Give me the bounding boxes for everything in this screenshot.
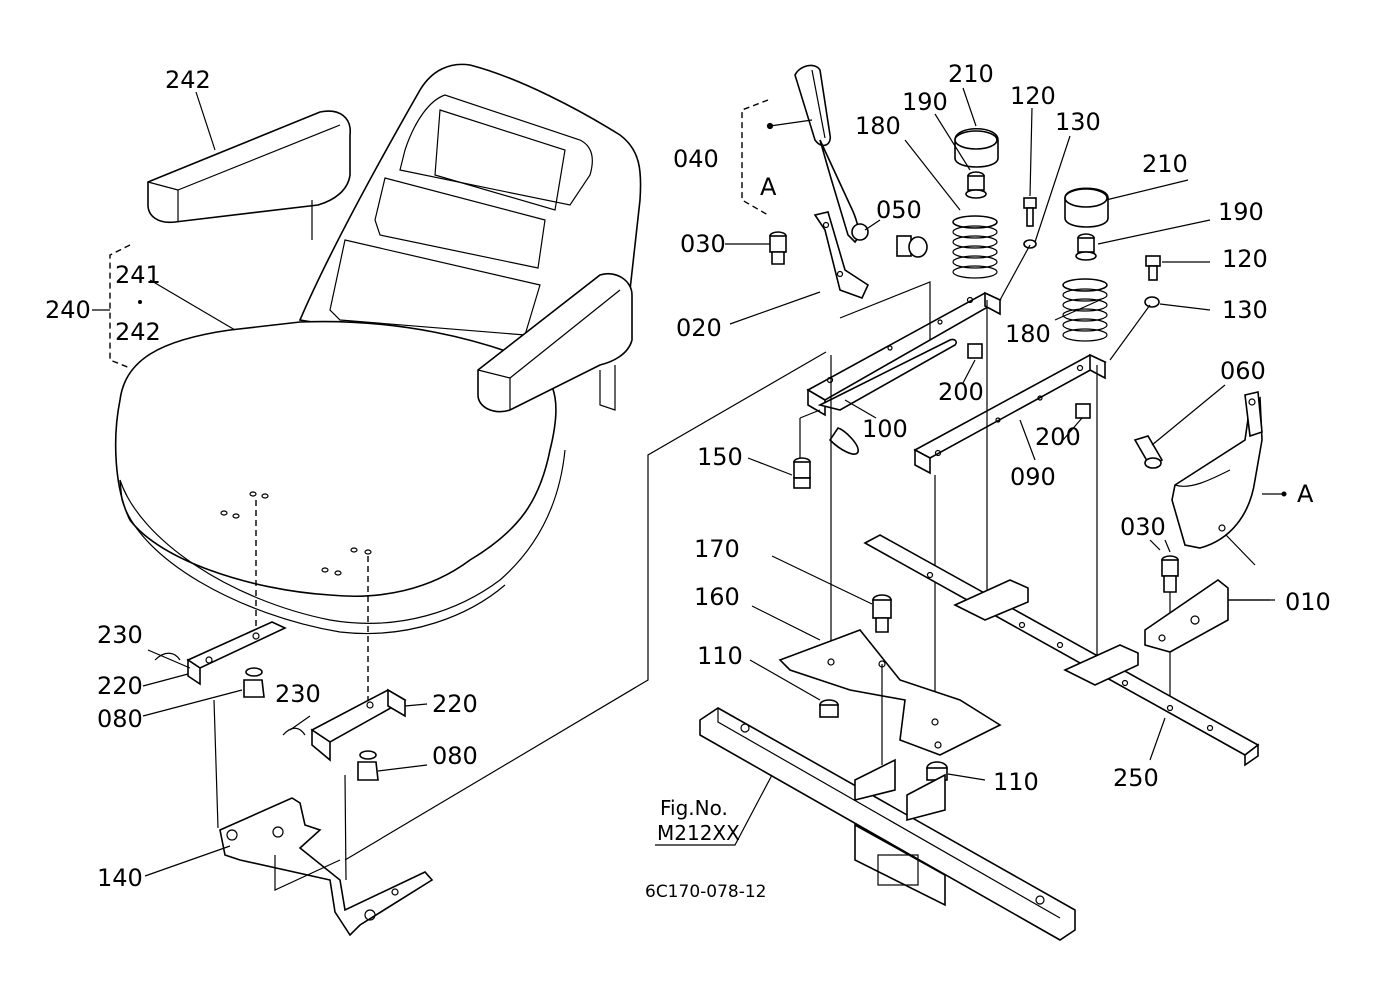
part-label-242: 242 — [165, 66, 211, 94]
bracket-220-right — [310, 688, 407, 762]
seat-assembly — [114, 63, 642, 635]
part-label-180: 180 — [855, 112, 901, 140]
part-label-080: 080 — [432, 742, 478, 770]
part-label-220: 220 — [97, 672, 143, 700]
part-label-110: 110 — [993, 768, 1039, 796]
washer-130-b — [1144, 296, 1160, 308]
part-label-230: 230 — [275, 680, 321, 708]
cap-210-b — [1064, 187, 1109, 228]
nut-150 — [793, 457, 811, 489]
lever-040 — [766, 64, 869, 244]
part-label-190: 190 — [902, 88, 948, 116]
part-label-030: 030 — [680, 230, 726, 258]
part-label-220: 220 — [432, 690, 478, 718]
bolt-120-b — [1145, 255, 1161, 281]
nut-190-a — [965, 171, 987, 199]
figure-number: M212XX — [657, 821, 740, 845]
part-label-010: 010 — [1285, 588, 1331, 616]
figure-label: Fig.No. — [660, 796, 728, 820]
part-label-160: 160 — [694, 583, 740, 611]
ref-label-a: A — [1297, 480, 1314, 508]
frame-m212xx — [699, 707, 1076, 941]
part-label-190: 190 — [1218, 198, 1264, 226]
seat-belt-060 — [1171, 391, 1263, 549]
bracket-040 — [741, 99, 769, 216]
part-label-210: 210 — [1142, 150, 1188, 178]
part-label-060: 060 — [1220, 357, 1266, 385]
part-label-242-kit: 242 — [115, 318, 161, 346]
nut-110-a — [819, 699, 839, 718]
separator-dot — [138, 300, 142, 304]
part-label-150: 150 — [697, 443, 743, 471]
bolt-170 — [872, 594, 892, 633]
part-label-240: 240 — [45, 296, 91, 324]
part-label-180: 180 — [1005, 320, 1051, 348]
nut-200-a — [967, 343, 983, 359]
part-labels: 242 241 242 240 230 220 080 230 220 080 … — [45, 60, 1331, 902]
part-label-120: 120 — [1010, 82, 1056, 110]
washer-130-a — [1023, 239, 1037, 249]
knob-050 — [896, 235, 928, 258]
part-label-110: 110 — [697, 642, 743, 670]
clip-230-right — [282, 727, 306, 736]
part-label-130: 130 — [1222, 296, 1268, 324]
part-label-120: 120 — [1222, 245, 1268, 273]
nut-080-right — [357, 750, 379, 781]
part-label-230: 230 — [97, 621, 143, 649]
marker-dot — [1281, 491, 1287, 497]
spring-180-b — [1062, 278, 1108, 342]
drawing-number: 6C170-078-12 — [645, 882, 766, 902]
guide-line — [839, 281, 931, 340]
nut-200-b — [1075, 403, 1091, 419]
bolt-120-a — [1023, 197, 1037, 227]
spring-180-a — [952, 215, 998, 279]
nut-190-b — [1075, 233, 1097, 261]
part-label-030: 030 — [1120, 513, 1166, 541]
bolt-030-right — [1161, 555, 1179, 593]
ref-label-a: A — [760, 173, 777, 201]
part-label-170: 170 — [694, 535, 740, 563]
bracket-020 — [813, 211, 870, 300]
part-label-200: 200 — [938, 378, 984, 406]
bracket-010 — [1144, 579, 1229, 653]
part-label-020: 020 — [676, 314, 722, 342]
nut-080-left — [243, 667, 265, 698]
bracket-220-left — [186, 621, 287, 686]
bolt-060 — [1133, 435, 1164, 469]
part-label-090: 090 — [1010, 463, 1056, 491]
clip-230-left — [154, 652, 181, 661]
plate-160 — [778, 629, 1002, 765]
cap-210-a — [954, 128, 999, 168]
part-label-250: 250 — [1113, 764, 1159, 792]
part-label-140: 140 — [97, 864, 143, 892]
bolt-030-left — [769, 231, 787, 265]
part-label-040: 040 — [673, 145, 719, 173]
base-plate-140 — [213, 699, 434, 937]
part-label-050: 050 — [876, 196, 922, 224]
part-label-210: 210 — [948, 60, 994, 88]
part-label-100: 100 — [862, 415, 908, 443]
part-label-080: 080 — [97, 705, 143, 733]
part-label-200: 200 — [1035, 423, 1081, 451]
bracket-250 — [863, 534, 1260, 767]
part-label-130: 130 — [1055, 108, 1101, 136]
leader-lines — [92, 87, 1275, 877]
part-label-241: 241 — [115, 261, 161, 289]
guide-line — [1109, 304, 1151, 361]
guide-line — [999, 244, 1031, 301]
rail-100 — [799, 291, 1002, 458]
guide-line — [344, 351, 827, 861]
